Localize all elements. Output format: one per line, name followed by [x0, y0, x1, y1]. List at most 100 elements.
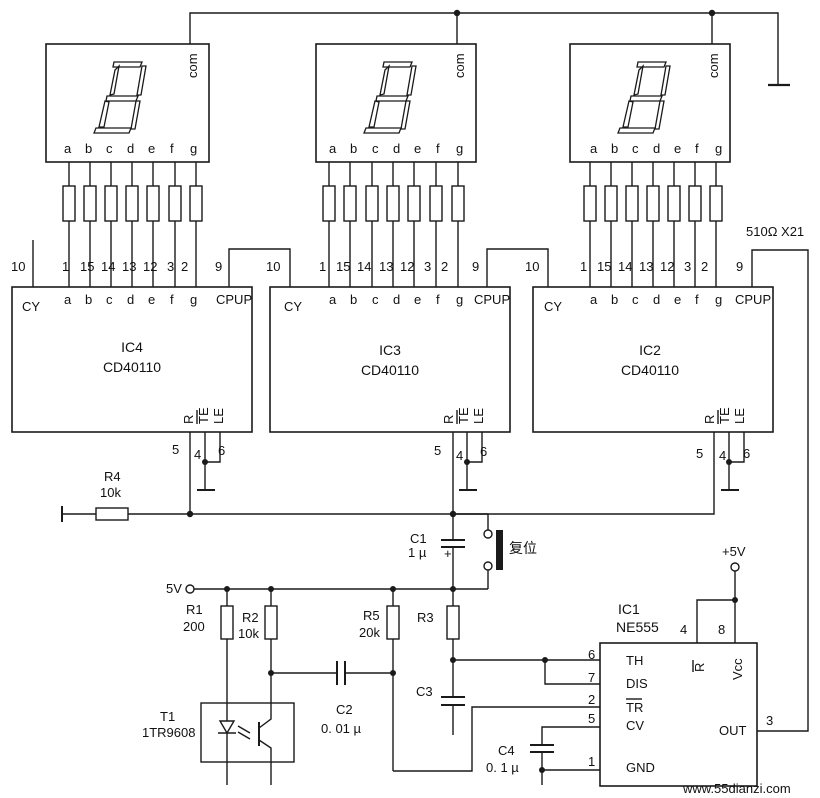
seg-label-a: a	[590, 141, 598, 156]
resistor-r3	[446, 605, 460, 640]
supply-label: 5V	[166, 581, 182, 596]
resistor-r5	[386, 605, 400, 640]
te-label: TE	[717, 407, 732, 424]
counter-ic4: 10 1 15 14 13 12 3 2 9 CY a b c d e f g …	[11, 240, 291, 514]
segment-resistor-array-2	[322, 162, 465, 287]
seg-label-a: a	[329, 141, 337, 156]
pin-th-label: TH	[626, 653, 643, 668]
pin-r: 5	[172, 442, 179, 457]
seg-label-d: d	[127, 141, 134, 156]
cpup-label: CPUP	[735, 292, 771, 307]
c2-value: 0. 01 µ	[321, 721, 362, 736]
t1-ref: T1	[160, 709, 175, 724]
pin-dis-num: 7	[588, 670, 595, 685]
seg-label-c: c	[632, 141, 639, 156]
input-stage: R1 200 R2 10k C2 0. 01 µ R5 20k R3 C3	[183, 589, 600, 772]
seg-in-a: a	[590, 292, 598, 307]
pin-le: 6	[743, 446, 750, 461]
r3-ref: R3	[417, 610, 434, 625]
seven-segment-digit	[93, 61, 147, 134]
display-1: com a b c d e f g	[45, 43, 210, 163]
pin-e: 12	[400, 259, 414, 274]
le-label: LE	[211, 408, 226, 424]
pin-f: 3	[684, 259, 691, 274]
r5-value: 20k	[359, 625, 380, 640]
pin-g: 2	[441, 259, 448, 274]
pin-te: 4	[194, 447, 201, 462]
pin-a: 1	[62, 259, 69, 274]
seg-label-d: d	[393, 141, 400, 156]
c2-ref: C2	[336, 702, 353, 717]
seg-label-c: c	[372, 141, 379, 156]
pin-te: 4	[719, 448, 726, 463]
ic-ref: IC3	[379, 342, 401, 358]
pin-f: 3	[424, 259, 431, 274]
optocoupler-t1: T1 1TR9608	[142, 702, 295, 785]
te-label: TE	[456, 407, 471, 424]
le-label: LE	[471, 408, 486, 424]
seg-in-g: g	[456, 292, 463, 307]
pin-le: 6	[218, 443, 225, 458]
display-2: com a b c d e f g	[315, 43, 477, 163]
pin-a: 1	[580, 259, 587, 274]
seg-label-e: e	[414, 141, 421, 156]
pin-tr-num: 2	[588, 692, 595, 707]
r2-value: 10k	[238, 626, 259, 641]
reset-label: 复位	[509, 540, 537, 556]
pin-r-num: 4	[680, 622, 687, 637]
pin-dis-label: DIS	[626, 676, 648, 691]
seg-in-b: b	[611, 292, 618, 307]
seg-in-c: c	[632, 292, 639, 307]
seg-label-d: d	[653, 141, 660, 156]
cy-label: CY	[22, 299, 40, 314]
pin-f: 3	[167, 259, 174, 274]
pin-cv-label: CV	[626, 718, 644, 733]
seg-label-f: f	[436, 141, 440, 156]
seg-in-g: g	[190, 292, 197, 307]
seg-in-d: d	[653, 292, 660, 307]
seg-label-g: g	[456, 141, 463, 156]
pin-d: 13	[379, 259, 393, 274]
r-label: R	[181, 415, 196, 424]
seg-in-a: a	[64, 292, 72, 307]
ic-ref: IC4	[121, 339, 143, 355]
resistor-r2	[264, 605, 278, 640]
seg-label-f: f	[170, 141, 174, 156]
pin-cpup: 9	[736, 259, 743, 274]
seg-in-b: b	[350, 292, 357, 307]
r1-value: 200	[183, 619, 205, 634]
pin-out-label: OUT	[719, 723, 747, 738]
seg-in-g: g	[715, 292, 722, 307]
c1-ref: C1	[410, 531, 427, 546]
counter-ic3: 10 1 15 14 13 12 3 2 9 CY a b c d e f g …	[266, 248, 549, 514]
seg-in-f: f	[695, 292, 699, 307]
pin-cy: 10	[525, 259, 539, 274]
seg-in-c: c	[372, 292, 379, 307]
seg-in-e: e	[148, 292, 155, 307]
pin-b: 15	[336, 259, 350, 274]
ic-ref: IC2	[639, 342, 661, 358]
segment-resistor-array-1	[62, 162, 203, 287]
com-label: com	[452, 53, 467, 78]
supply-rail: 5V	[166, 581, 488, 596]
seg-in-d: d	[127, 292, 134, 307]
pin-vcc-label: Vcc	[730, 658, 745, 680]
seg-label-b: b	[350, 141, 357, 156]
c4-ref: C4	[498, 743, 515, 758]
seg-in-e: e	[414, 292, 421, 307]
r-label: R	[702, 415, 717, 424]
common-bus	[189, 9, 790, 87]
pin-c: 14	[357, 259, 371, 274]
pin-cv-num: 5	[588, 711, 595, 726]
pin-cy: 10	[266, 259, 280, 274]
seg-label-b: b	[85, 141, 92, 156]
pin-e: 12	[143, 259, 157, 274]
r1-ref: R1	[186, 602, 203, 617]
seg-label-g: g	[190, 141, 197, 156]
pin-gnd-label: GND	[626, 760, 655, 775]
r-label: R	[441, 415, 456, 424]
seg-in-b: b	[85, 292, 92, 307]
seg-in-f: f	[170, 292, 174, 307]
reset-switch[interactable]	[496, 530, 503, 570]
